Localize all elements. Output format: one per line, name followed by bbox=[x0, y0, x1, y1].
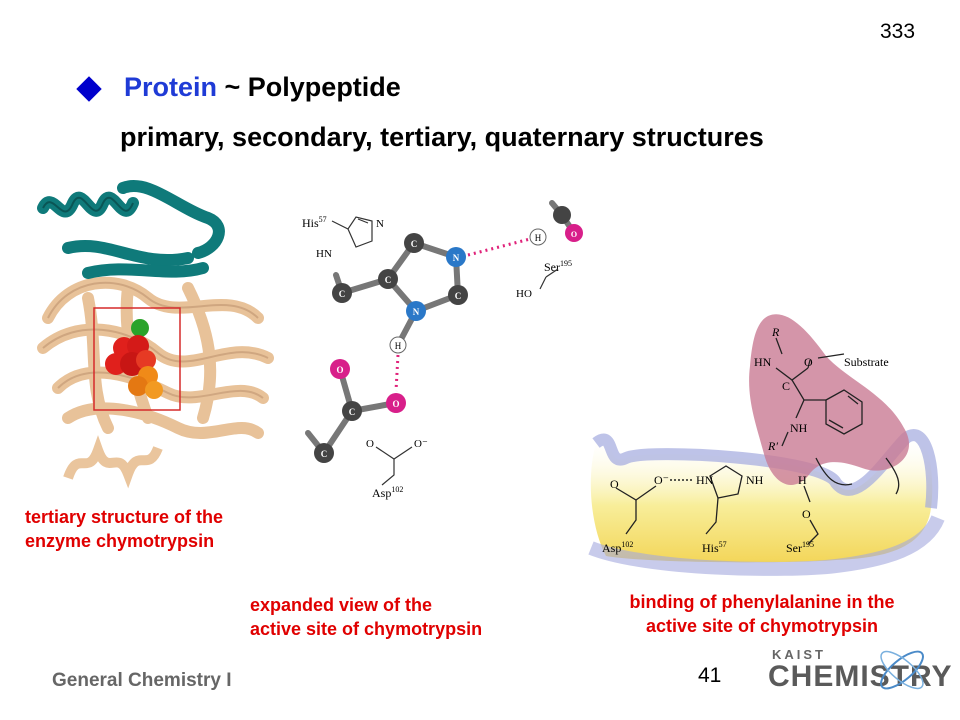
svg-text:H: H bbox=[535, 233, 542, 243]
svg-text:C: C bbox=[411, 239, 418, 249]
svg-text:C: C bbox=[339, 289, 346, 299]
svg-text:O: O bbox=[610, 477, 619, 491]
svg-text:O: O bbox=[392, 399, 399, 409]
svg-text:O: O bbox=[802, 507, 811, 521]
his-label: His57 bbox=[302, 215, 327, 230]
svg-text:HN: HN bbox=[754, 355, 772, 369]
svg-text:O: O bbox=[804, 355, 813, 369]
logo-kaist-text: KAIST bbox=[772, 647, 826, 662]
svg-text:H: H bbox=[395, 341, 402, 351]
footer-course-name: General Chemistry I bbox=[52, 670, 232, 691]
svg-text:HN: HN bbox=[316, 248, 332, 260]
slide-subtitle: primary, secondary, tertiary, quaternary… bbox=[120, 122, 764, 152]
page-number: 333 bbox=[880, 20, 916, 43]
svg-text:H: H bbox=[798, 473, 807, 487]
svg-text:O: O bbox=[366, 438, 374, 450]
svg-text:C: C bbox=[349, 407, 356, 417]
slide-title: Protein ~ Polypeptide bbox=[124, 72, 401, 103]
svg-text:N: N bbox=[376, 218, 384, 230]
svg-text:C: C bbox=[455, 291, 462, 301]
ser-label: Ser195 bbox=[544, 259, 572, 274]
svg-text:O⁻: O⁻ bbox=[654, 473, 669, 487]
svg-text:C: C bbox=[385, 275, 392, 285]
svg-text:NH: NH bbox=[790, 421, 808, 435]
title-rest: ~ Polypeptide bbox=[217, 72, 401, 102]
svg-text:Ser195: Ser195 bbox=[786, 540, 814, 555]
svg-text:NH: NH bbox=[746, 473, 764, 487]
svg-text:O: O bbox=[571, 230, 577, 239]
asp-label: Asp102 bbox=[372, 485, 403, 500]
caption-active-site: expanded view of the active site of chym… bbox=[250, 595, 483, 639]
svg-text:R′: R′ bbox=[767, 439, 778, 453]
svg-text:His57: His57 bbox=[702, 540, 727, 555]
protein-ribbon-image bbox=[37, 180, 274, 489]
svg-text:R: R bbox=[771, 325, 780, 339]
svg-text:N: N bbox=[413, 307, 420, 317]
svg-text:O⁻: O⁻ bbox=[414, 438, 428, 450]
svg-text:O: O bbox=[336, 365, 343, 375]
svg-text:Asp102: Asp102 bbox=[602, 540, 633, 555]
svg-text:C: C bbox=[321, 449, 328, 459]
slide-number: 41 bbox=[698, 664, 722, 687]
logo-swirl-icon bbox=[880, 650, 924, 690]
svg-text:Substrate: Substrate bbox=[844, 355, 889, 369]
active-site-diagram: His57 HN N C N C N C C bbox=[302, 200, 583, 500]
caption-tertiary-structure: tertiary structure of the enzyme chymotr… bbox=[25, 507, 224, 551]
caption-binding: binding of phenylalanine in the active s… bbox=[629, 592, 895, 636]
svg-text:HO: HO bbox=[516, 288, 532, 300]
active-site-box bbox=[93, 307, 181, 411]
title-highlight: Protein bbox=[124, 72, 218, 102]
binding-pocket-diagram: R HN C O Substrate NH R′ O O⁻ HN NH H O … bbox=[588, 314, 945, 576]
svg-text:C: C bbox=[782, 379, 790, 393]
svg-text:HN: HN bbox=[696, 473, 714, 487]
svg-text:N: N bbox=[453, 253, 460, 263]
diamond-bullet-icon bbox=[76, 76, 102, 102]
